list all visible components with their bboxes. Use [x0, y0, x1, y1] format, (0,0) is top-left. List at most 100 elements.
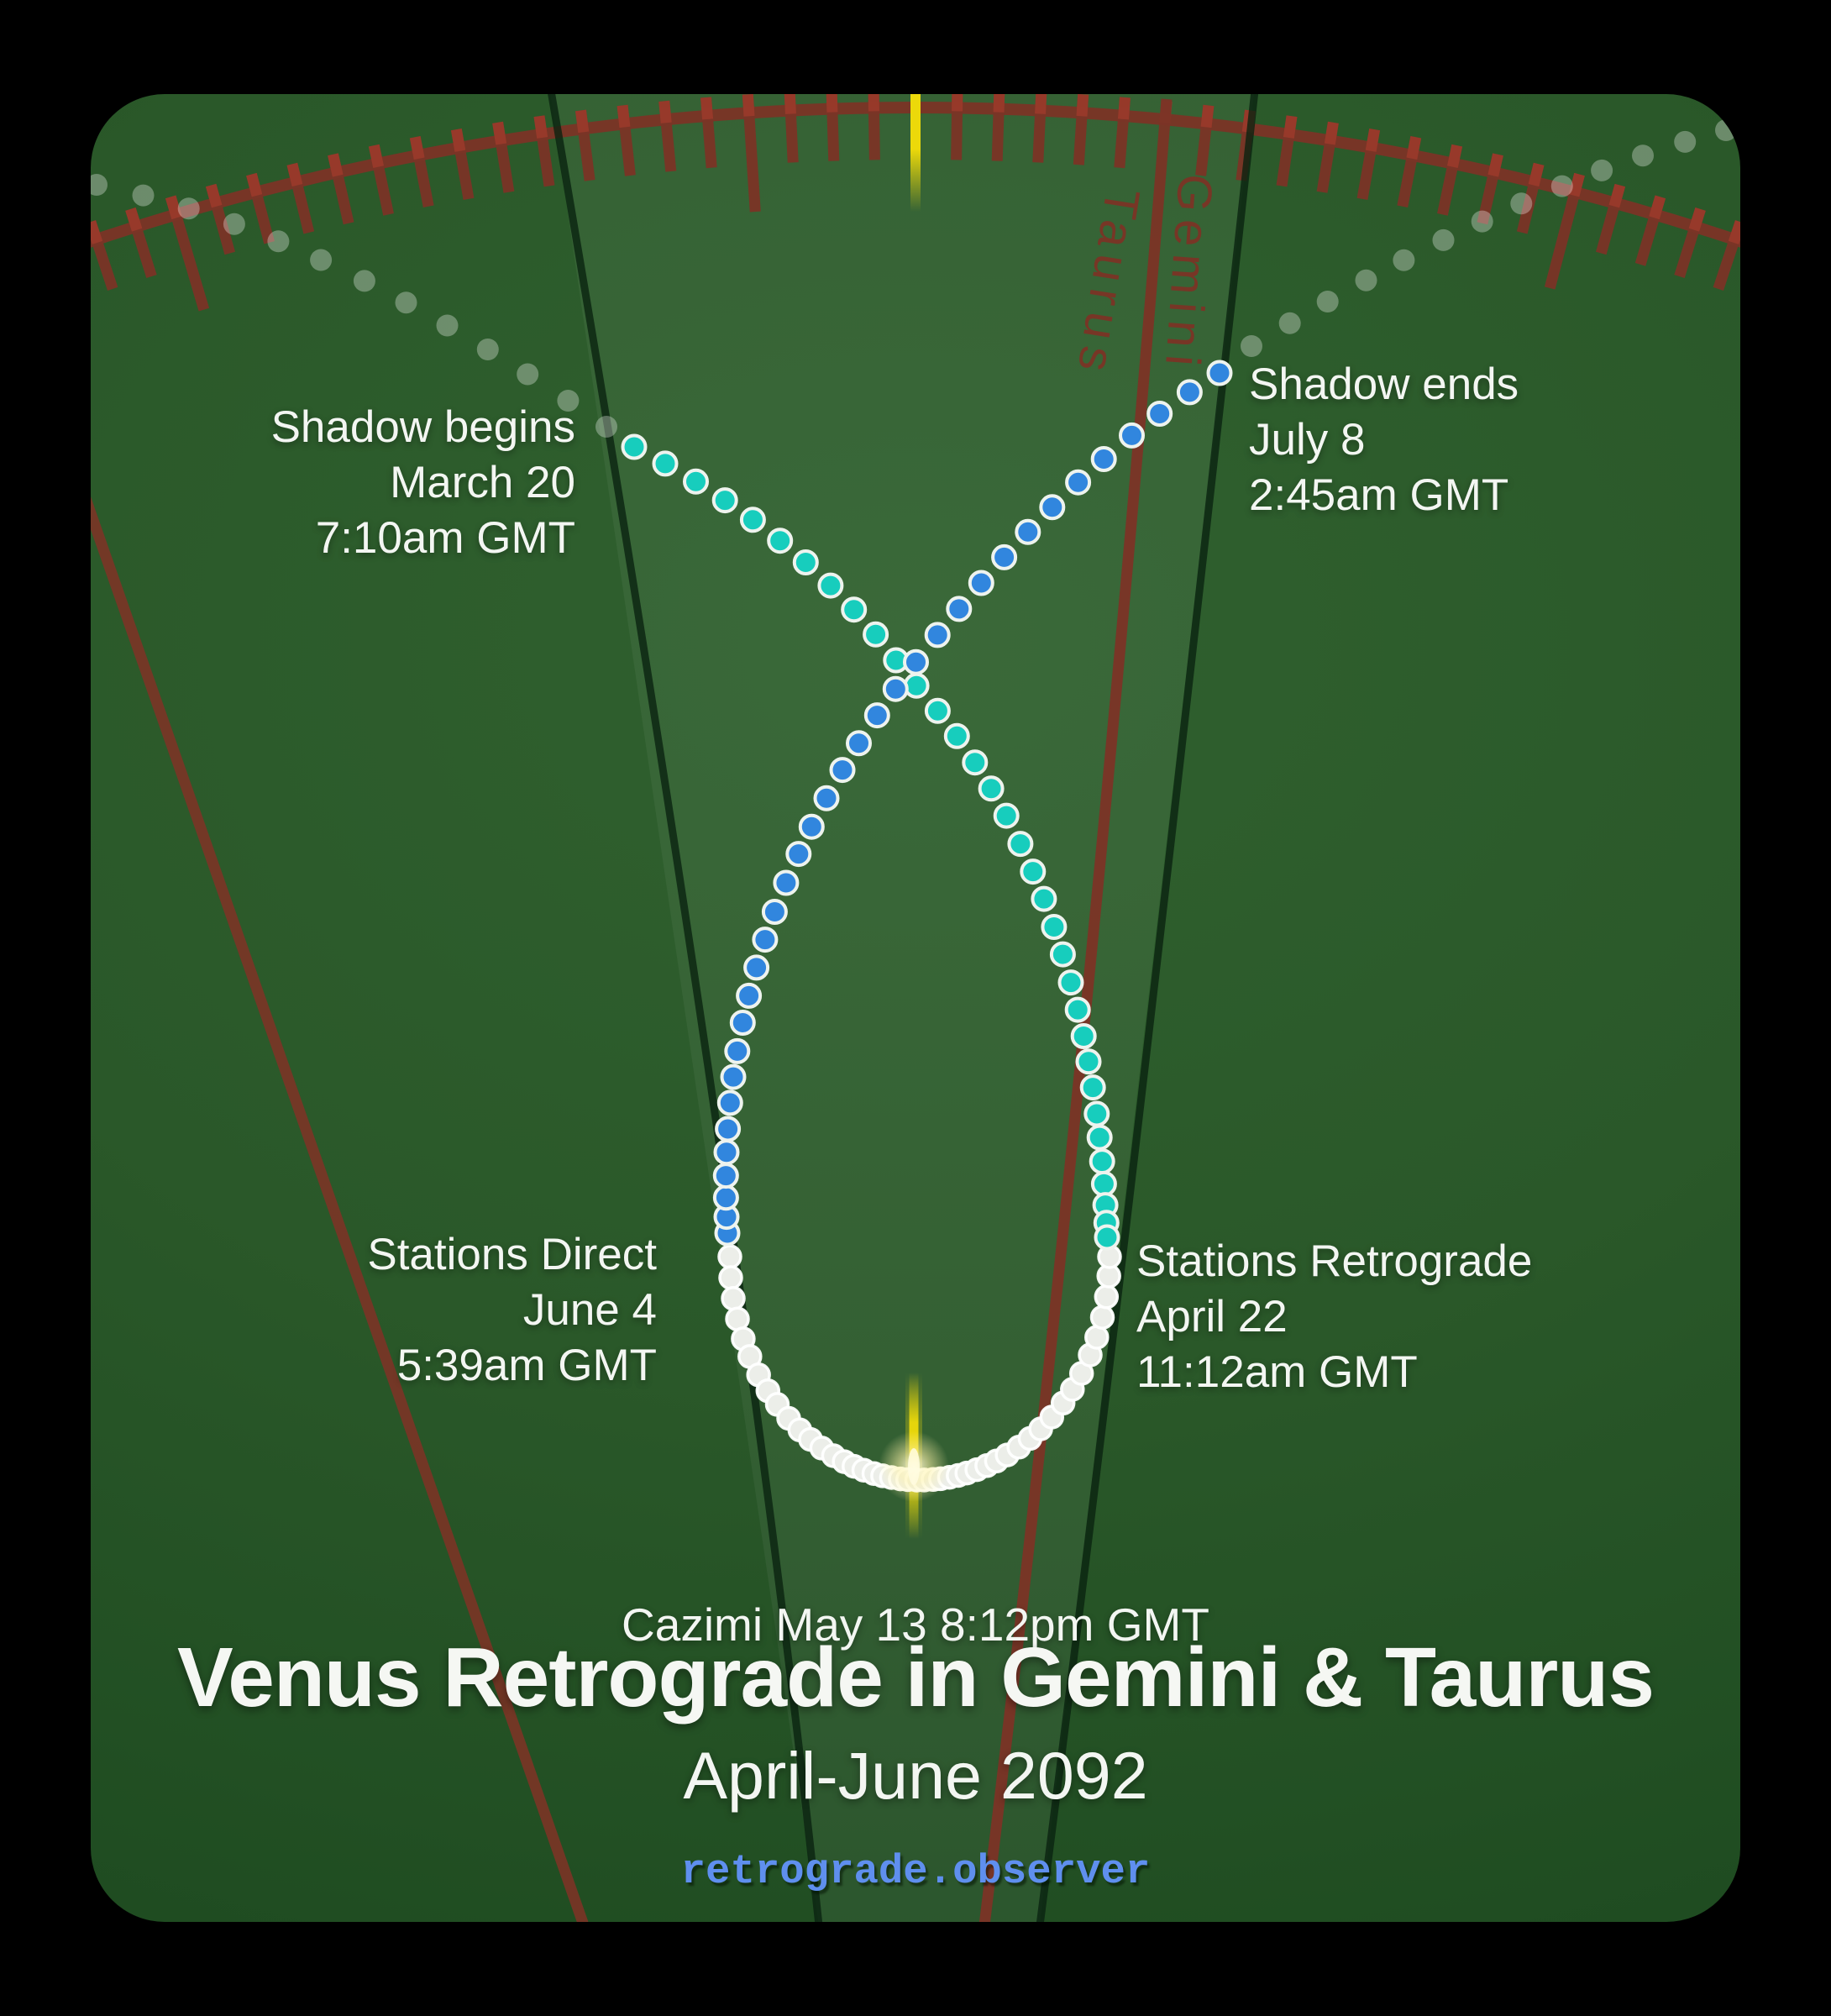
dot-direct-leaving-shadow	[991, 543, 1018, 570]
dot-direct-leaving-shadow	[1015, 518, 1041, 545]
dot-direct-leaving-shadow	[1119, 422, 1145, 449]
dot-direct-entering-shadow	[1090, 1170, 1117, 1197]
dot-direct-entering-shadow	[767, 528, 794, 554]
dot-retrograde-loop	[1094, 1284, 1120, 1310]
ruler-tick-cap	[165, 195, 182, 220]
ruler-tick-cap	[700, 97, 714, 120]
ruler-tick-cap	[368, 144, 384, 168]
dot-direct-entering-shadow	[903, 672, 930, 699]
ruler-tick-cap	[1447, 144, 1463, 168]
poster-title: Venus Retrograde in Gemini & Taurus	[177, 1630, 1655, 1725]
ruler-tick-cap	[616, 104, 631, 129]
dot-direct-leaving-shadow	[743, 954, 770, 981]
dot-direct-leaving-shadow	[968, 570, 994, 596]
dot-retrograde-loop	[725, 1306, 750, 1331]
dot-post-shadow	[1355, 269, 1377, 291]
dot-direct-leaving-shadow	[785, 841, 812, 868]
dot-pre-shadow	[395, 291, 417, 314]
dot-direct-leaving-shadow	[903, 648, 929, 675]
dot-pre-shadow	[476, 339, 499, 360]
ruler-tick-cap	[1608, 183, 1626, 208]
dot-post-shadow	[1510, 192, 1533, 215]
ruler-tick-cap	[1406, 136, 1422, 160]
dot-direct-entering-shadow	[1070, 1023, 1097, 1049]
ruler-tick-cap	[1568, 172, 1585, 197]
dot-direct-entering-shadow	[962, 749, 989, 776]
dot-direct-entering-shadow	[978, 775, 1005, 802]
ruler-tick-cap	[125, 207, 143, 232]
dot-post-shadow	[1674, 130, 1697, 153]
dot-direct-leaving-shadow	[712, 1163, 739, 1189]
ruler-tick-cap	[1688, 207, 1706, 232]
shadow-ends-time: 2:45am GMT	[1249, 470, 1509, 520]
dot-direct-leaving-shadow	[752, 927, 779, 953]
dot-direct-leaving-shadow	[863, 702, 890, 729]
stations-retrograde-date: April 22	[1136, 1292, 1288, 1341]
dot-direct-entering-shadow	[792, 549, 819, 575]
central-wedge	[550, 94, 1255, 1922]
dot-pre-shadow	[436, 314, 459, 337]
cazimi-glow-core	[908, 1448, 920, 1485]
ruler-tick-cap	[533, 115, 548, 139]
watermark-link[interactable]: retrograde.observer	[680, 1848, 1151, 1895]
stations-direct-time: 5:39am GMT	[396, 1341, 657, 1390]
dot-pre-shadow	[91, 174, 108, 196]
dot-direct-leaving-shadow	[924, 622, 951, 648]
dot-direct-entering-shadow	[817, 572, 844, 599]
dot-direct-leaving-shadow	[882, 675, 909, 702]
ruler-tick-cap	[1200, 104, 1215, 129]
dot-direct-entering-shadow	[863, 621, 889, 648]
label-stations-retrograde: Stations Retrograde April 22 11:12am GMT	[1136, 1234, 1532, 1400]
shadow-ends-date: July 8	[1249, 415, 1366, 465]
dot-direct-entering-shadow	[1089, 1148, 1115, 1175]
dot-direct-leaving-shadow	[1065, 469, 1092, 496]
dot-direct-entering-shadow	[924, 697, 951, 724]
dot-direct-leaving-shadow	[1090, 446, 1117, 472]
dot-direct-entering-shadow	[739, 507, 766, 533]
dot-direct-entering-shadow	[1079, 1074, 1106, 1101]
dot-retrograde-loop	[718, 1265, 743, 1290]
dot-direct-leaving-shadow	[720, 1063, 747, 1090]
dot-direct-entering-shadow	[1064, 996, 1091, 1023]
dot-pre-shadow	[132, 184, 155, 207]
dot-pre-shadow	[267, 230, 290, 253]
stations-direct-name: Stations Direct	[367, 1230, 657, 1279]
dot-direct-entering-shadow	[1075, 1048, 1102, 1075]
dot-direct-leaving-shadow	[712, 1184, 739, 1211]
degree-line-right	[1036, 94, 1259, 1922]
dot-direct-leaving-shadow	[716, 1089, 743, 1116]
dot-post-shadow	[1241, 335, 1262, 357]
dot-direct-entering-shadow	[943, 722, 970, 749]
dot-pre-shadow	[557, 390, 580, 412]
dot-post-shadow	[1278, 312, 1301, 334]
ruler-tick-cap	[328, 153, 344, 177]
ruler-tick-cap	[575, 109, 590, 134]
dot-post-shadow	[1591, 159, 1613, 181]
dot-direct-leaving-shadow	[724, 1037, 751, 1064]
shadow-begins-date: March 20	[390, 458, 575, 507]
dot-direct-leaving-shadow	[946, 596, 973, 622]
dot-direct-leaving-shadow	[713, 1139, 740, 1166]
dot-pre-shadow	[223, 213, 245, 235]
dot-pre-shadow	[595, 416, 617, 438]
ruler-tick-cap	[1365, 129, 1381, 152]
ruler-tick-cap	[1487, 153, 1503, 177]
ruler-tick-cap	[492, 121, 507, 145]
dot-post-shadow	[1432, 228, 1455, 251]
cazimi-label: Cazimi May 13 8:12pm GMT	[622, 1599, 1209, 1651]
dot-direct-leaving-shadow	[715, 1116, 742, 1142]
dot-direct-leaving-shadow	[1206, 360, 1233, 386]
dot-direct-entering-shadow	[1057, 969, 1084, 996]
stations-retrograde-time: 11:12am GMT	[1136, 1347, 1418, 1397]
aries-taurus-boundary-line	[91, 496, 589, 1922]
dot-direct-entering-shadow	[711, 487, 738, 514]
dot-post-shadow	[1471, 210, 1493, 233]
cazimi-degree-tick	[910, 94, 921, 212]
ruler-tick-cap	[91, 220, 103, 244]
dot-direct-leaving-shadow	[736, 982, 763, 1009]
dot-direct-leaving-shadow	[813, 785, 840, 811]
dot-retrograde-loop	[721, 1286, 746, 1311]
dot-retrograde-loop	[1084, 1325, 1110, 1350]
